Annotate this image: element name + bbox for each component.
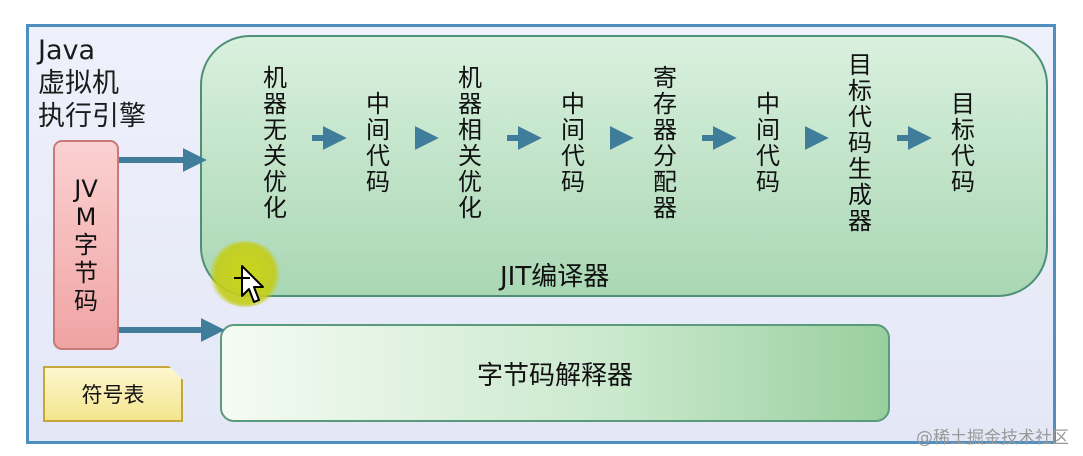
stage-8-target-code: 目标代码 xyxy=(951,90,975,196)
stage-3-machine-dependent-optimization: 机器相关优化 xyxy=(458,64,482,222)
stage-6-intermediate-code: 中间代码 xyxy=(756,90,780,196)
stage-2-intermediate-code: 中间代码 xyxy=(366,90,390,196)
watermark: @稀土掘金技术社区 xyxy=(916,428,1069,448)
jvm-bytecode-box: JVM 字节码 xyxy=(53,140,119,350)
stage-1-machine-independent-optimization: 机器无关优化 xyxy=(263,64,287,222)
stage-5-register-allocator: 寄存器分配器 xyxy=(653,64,677,222)
stage-4-intermediate-code: 中间代码 xyxy=(561,90,585,196)
jit-compiler-group xyxy=(200,35,1048,297)
symbol-table-note: 符号表 xyxy=(43,366,183,422)
mouse-pointer-icon xyxy=(234,265,264,303)
bytecode-interpreter-box: 字节码解释器 xyxy=(220,324,890,422)
stage-7-target-code-generator: 目标代码生成器 xyxy=(848,51,872,235)
execution-engine-title: Java 虚拟机 执行引擎 xyxy=(38,35,146,132)
jit-compiler-label: JIT编译器 xyxy=(500,262,610,292)
